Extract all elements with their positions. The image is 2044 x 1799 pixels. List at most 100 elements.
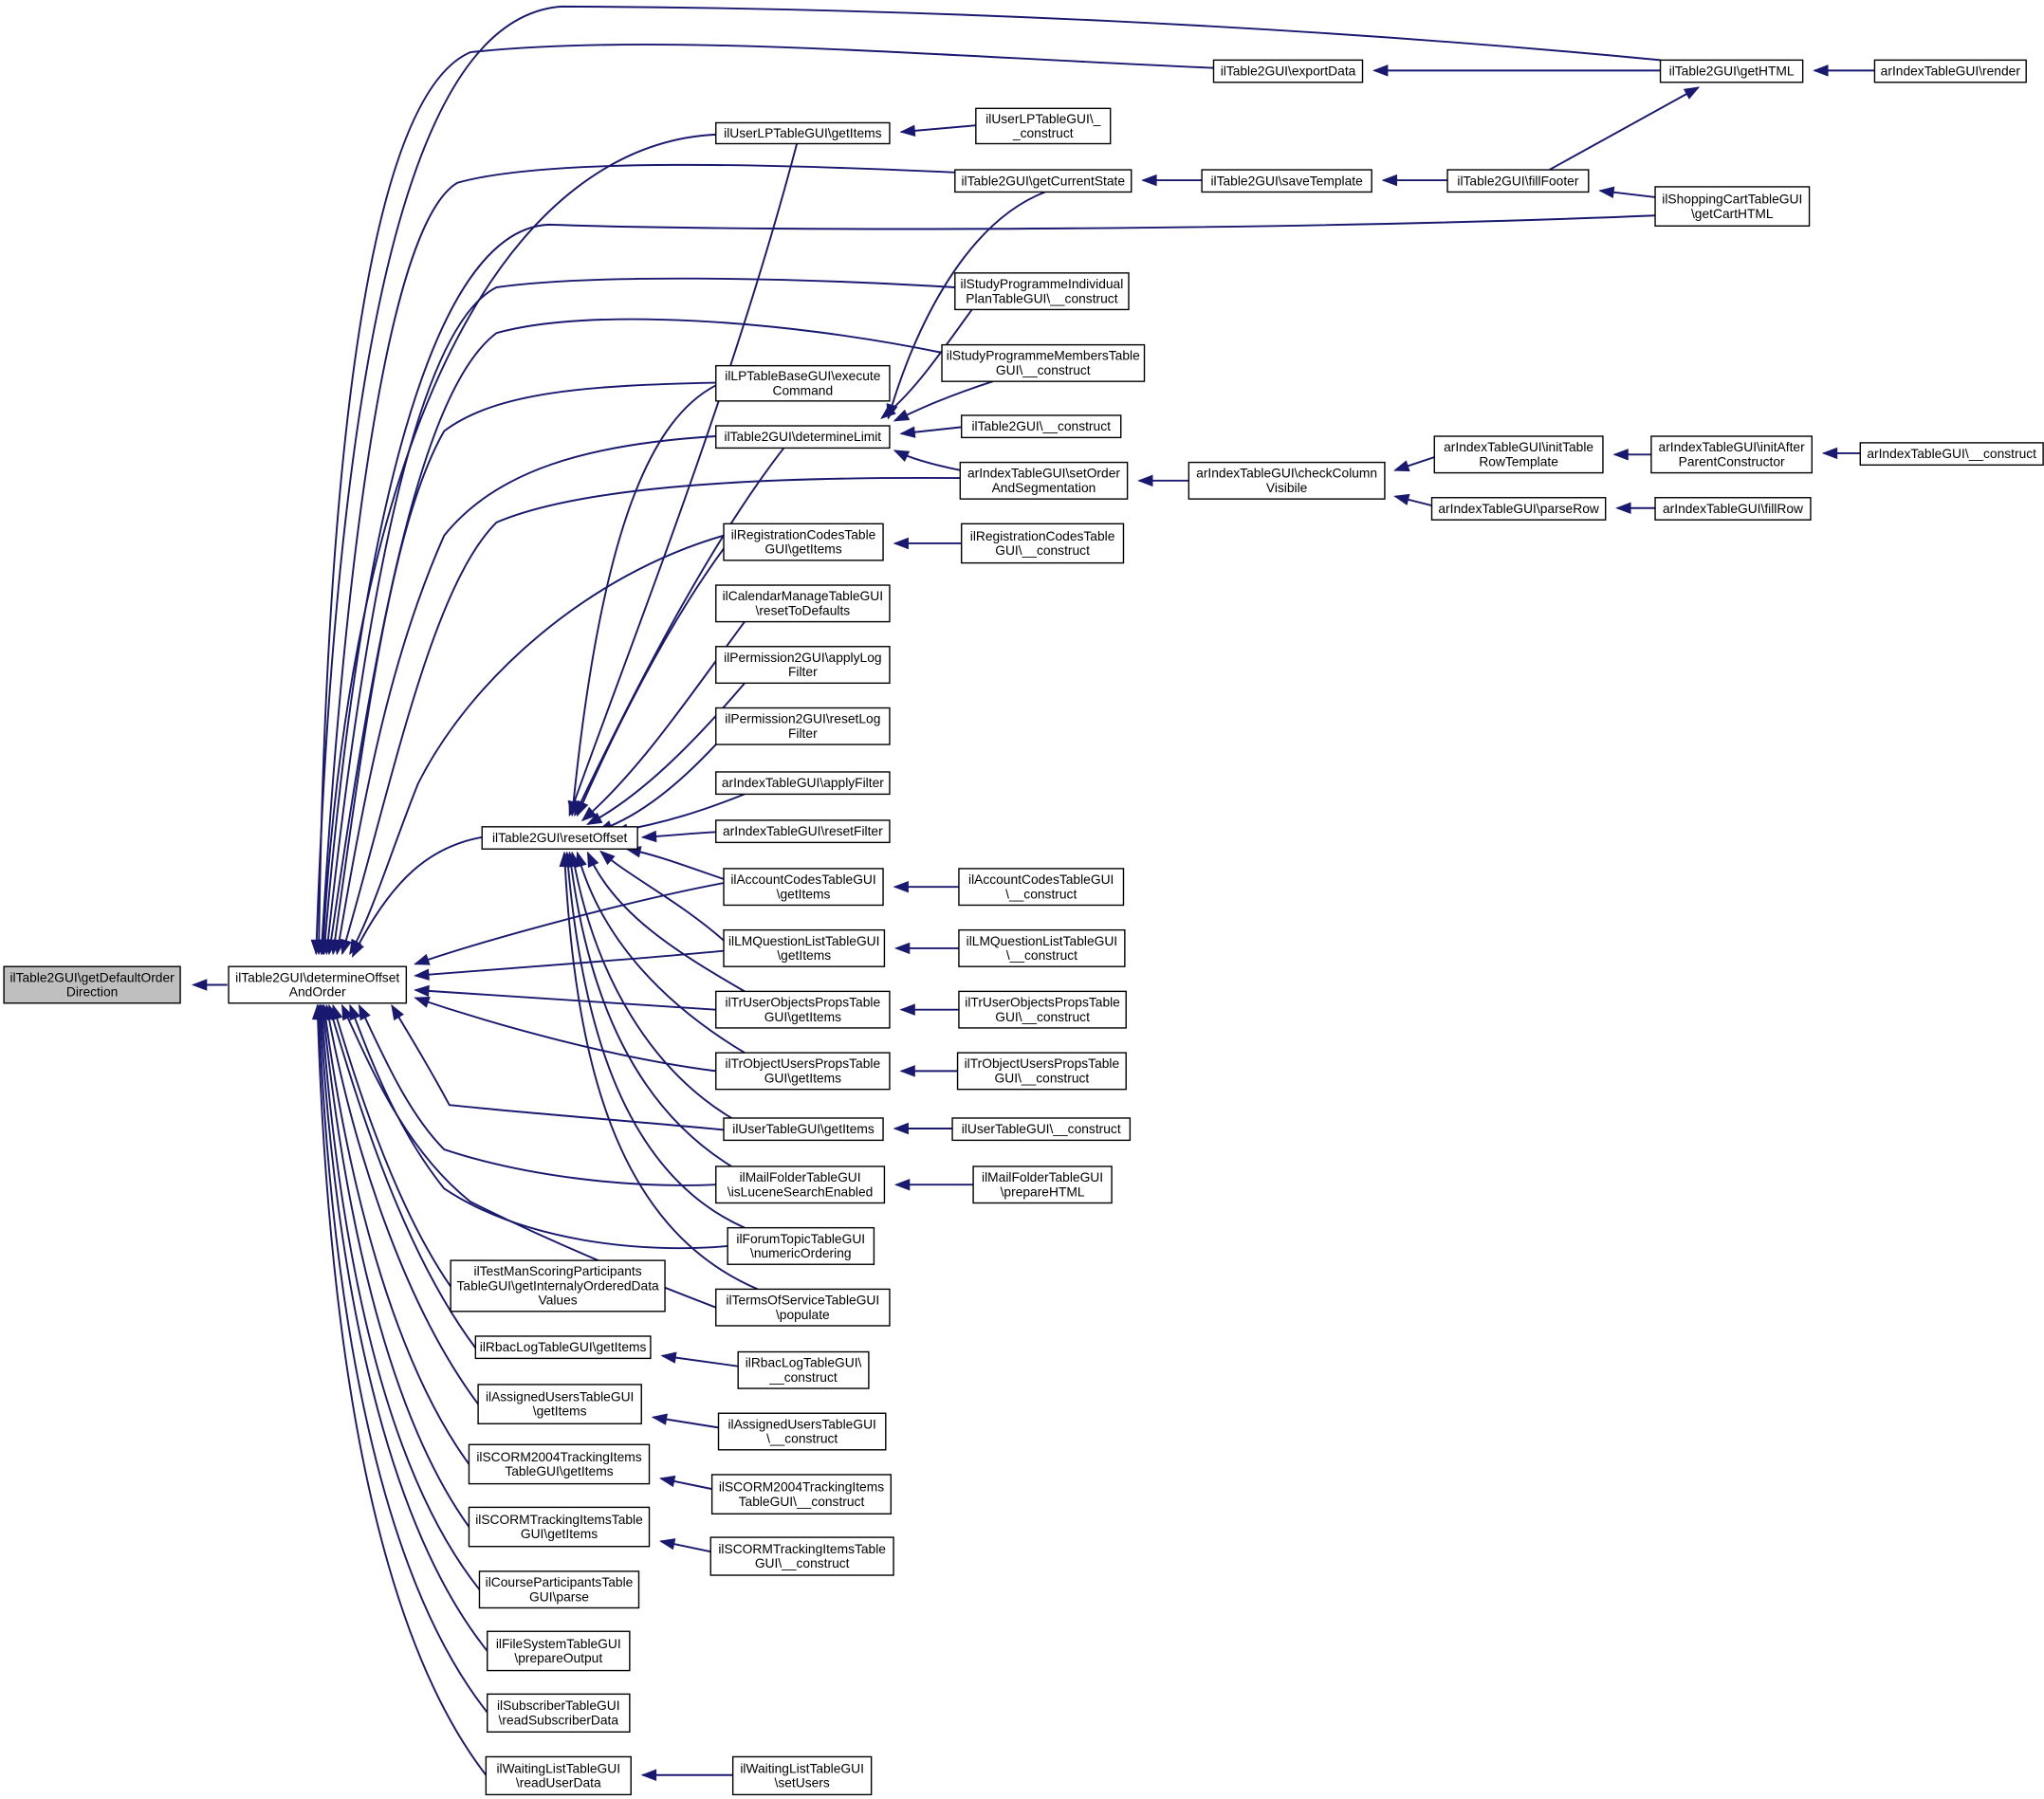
node-n40[interactable]: ilUserTableGUI\__construct (951, 1117, 1132, 1142)
node-n42[interactable]: ilMailFolderTableGUI\prepareHTML (972, 1166, 1113, 1204)
node-label-line: GUI\__construct (996, 363, 1091, 377)
node-n5[interactable]: ilTable2GUI\exportData (1212, 59, 1364, 83)
edge-n33-to-n2 (599, 850, 725, 942)
node-n57[interactable]: ilWaitingListTableGUI\readUserData (485, 1755, 632, 1796)
node-n22[interactable]: arIndexTableGUI\parseRow (1430, 497, 1607, 521)
node-label-line: \getCartHTML (1691, 207, 1774, 221)
node-box (737, 1350, 870, 1389)
node-n30[interactable]: arIndexTableGUI\resetFilter (715, 819, 891, 844)
node-label-line: ilRegistrationCodesTable (970, 529, 1115, 543)
node-n26[interactable]: ilCalendarManageTableGUI\resetToDefaults (715, 584, 891, 623)
node-n15[interactable]: ilTable2GUI\determineLimit (715, 425, 891, 450)
node-n13[interactable]: ilStudyProgrammeMembersTableGUI\__constr… (941, 343, 1146, 382)
edge-line (626, 848, 725, 880)
arrowhead-icon (899, 426, 916, 438)
node-n48[interactable]: ilAssignedUsersTableGUI\getItems (477, 1384, 642, 1424)
node-n8[interactable]: ilTable2GUI\getCurrentState (954, 169, 1132, 193)
node-n45[interactable]: ilTestManScoringParticipantsTableGUI\get… (450, 1259, 666, 1313)
node-n6[interactable]: ilTable2GUI\getHTML (1659, 59, 1804, 83)
node-n9[interactable]: ilTable2GUI\saveTemplate (1201, 169, 1372, 193)
node-label-line: ilTable2GUI\resetOffset (492, 831, 628, 845)
node-n41[interactable]: ilMailFolderTableGUI\isLuceneSearchEnabl… (715, 1166, 886, 1204)
node-n56[interactable]: ilSubscriberTableGUI\readSubscriberData (487, 1693, 631, 1733)
node-label-line: ilShoppingCartTableGUI (1662, 192, 1802, 206)
node-box (710, 1474, 893, 1514)
node-label-line: ilAccountCodesTableGUI (730, 872, 875, 887)
edge-n9-to-n8 (1141, 174, 1203, 187)
edge-n43-to-n1 (349, 1003, 728, 1250)
node-n50[interactable]: ilSCORM2004TrackingItemsTableGUI\getItem… (468, 1443, 651, 1485)
node-n7[interactable]: arIndexTableGUI\render (1873, 59, 2027, 83)
edge-n24-to-n2 (576, 547, 725, 817)
node-n47[interactable]: ilRbacLogTableGUI\__construct (737, 1350, 870, 1389)
node-box (727, 1226, 875, 1265)
node-n31[interactable]: ilAccountCodesTableGUI\getItems (723, 868, 884, 907)
node-n21[interactable]: arIndexTableGUI\__construct (1859, 442, 2044, 467)
node-label-line: ilStudyProgrammeMembersTable (947, 349, 1140, 363)
node-n11[interactable]: ilShoppingCartTableGUI\getCartHTML (1654, 186, 1811, 227)
edge-n22-to-n18 (1393, 493, 1432, 506)
node-box (717, 1412, 887, 1451)
node-n2[interactable]: ilTable2GUI\resetOffset (481, 826, 638, 850)
node-label-line: ilLPTableBaseGUI\execute (725, 369, 880, 383)
edge-n37-to-n1 (414, 996, 716, 1073)
edge-n17-to-n1 (340, 476, 961, 956)
node-n46[interactable]: ilRbacLogTableGUI\getItems (474, 1335, 652, 1360)
node-n20[interactable]: arIndexTableGUI\initAfterParentConstruct… (1650, 435, 1814, 474)
node-box (487, 1693, 631, 1733)
node-n16[interactable]: ilTable2GUI\__construct (960, 414, 1122, 439)
node-box (715, 425, 891, 450)
node-n29[interactable]: arIndexTableGUI\applyFilter (715, 771, 891, 796)
node-n23[interactable]: arIndexTableGUI\fillRow (1654, 497, 1812, 521)
node-n33[interactable]: ilLMQuestionListTableGUI\getItems (723, 928, 886, 967)
arrowhead-icon (1813, 64, 1829, 77)
node-box (715, 1166, 886, 1204)
edge-n13-to-n15 (893, 380, 994, 422)
node-box (951, 1117, 1132, 1142)
edge-n32-to-n31 (893, 880, 959, 893)
node-n10[interactable]: ilTable2GUI\fillFooter (1446, 169, 1590, 193)
node-n49[interactable]: ilAssignedUsersTableGUI\__construct (717, 1412, 887, 1451)
node-label-line: __construct (768, 1370, 837, 1385)
node-label-line: TableGUI\__construct (739, 1495, 865, 1509)
node-n39[interactable]: ilUserTableGUI\getItems (723, 1117, 884, 1142)
node-label-line: ilRbacLogTableGUI\ (746, 1356, 862, 1370)
node-n55[interactable]: ilFileSystemTableGUI\prepareOutput (487, 1630, 631, 1672)
node-n43[interactable]: ilForumTopicTableGUI\numericOrdering (727, 1226, 875, 1265)
edge-n21-to-n20 (1821, 447, 1861, 460)
edge-line (328, 318, 943, 954)
node-n34[interactable]: ilLMQuestionListTableGUI\__construct (958, 928, 1126, 967)
node-n51[interactable]: ilSCORM2004TrackingItemsTableGUI\__const… (710, 1474, 893, 1514)
node-box (715, 771, 891, 796)
node-n32[interactable]: ilAccountCodesTableGUI\__construct (958, 868, 1125, 907)
node-n3[interactable]: ilUserLPTableGUI\getItems (715, 121, 891, 145)
node-n12[interactable]: ilStudyProgrammeIndividualPlanTableGUI\_… (954, 272, 1130, 311)
node-n44[interactable]: ilTermsOfServiceTableGUI\populate (715, 1288, 891, 1327)
node-n58[interactable]: ilWaitingListTableGUI\setUsers (731, 1755, 873, 1796)
arrowhead-icon (349, 938, 362, 956)
node-label-line: ilForumTopicTableGUI (736, 1232, 865, 1246)
node-box (478, 1570, 640, 1609)
node-n4[interactable]: ilUserLPTableGUI\__construct (975, 107, 1112, 145)
edge-line (571, 384, 717, 816)
arrowhead-icon (559, 851, 571, 868)
arrowhead-icon (1393, 493, 1410, 505)
